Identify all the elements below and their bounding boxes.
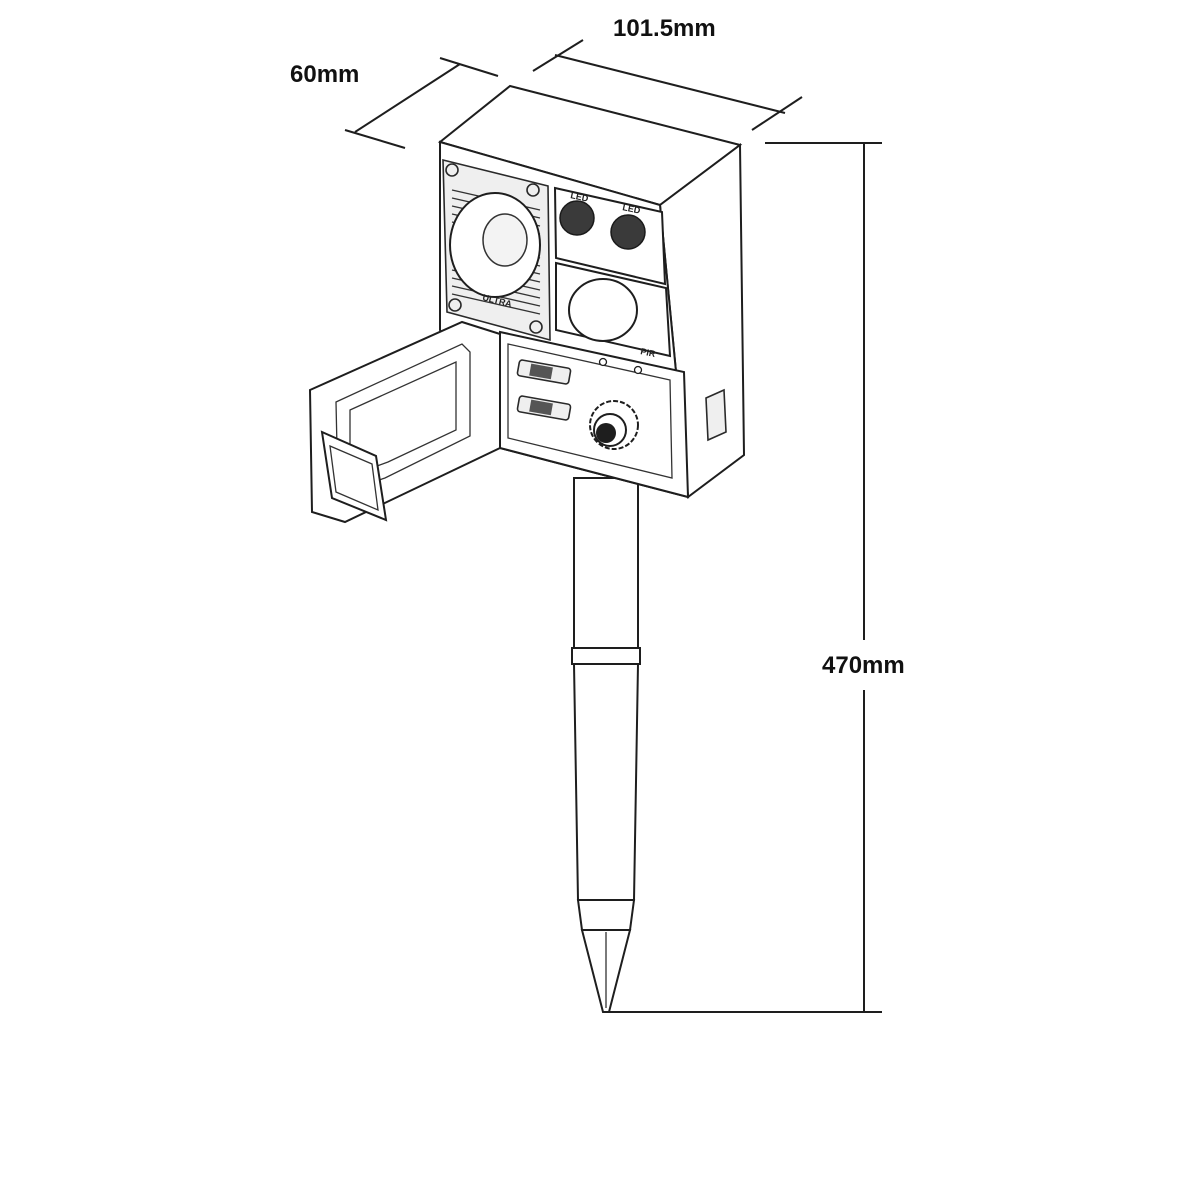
dimension-depth: 60mm bbox=[290, 57, 499, 149]
speaker-dome bbox=[482, 213, 528, 267]
led-left-icon bbox=[559, 200, 595, 236]
screw-icon bbox=[529, 320, 543, 334]
control-panel bbox=[499, 330, 690, 499]
led-panel: LED LED bbox=[553, 186, 667, 286]
pir-panel: PIR bbox=[555, 261, 672, 359]
indicator-led-icon bbox=[633, 365, 643, 375]
stake-tip-collar bbox=[576, 899, 636, 931]
led-right-icon bbox=[610, 214, 646, 250]
width-label: 101.5mm bbox=[613, 15, 716, 42]
screw-icon bbox=[445, 163, 459, 177]
dimension-height: 470mm bbox=[606, 142, 905, 1013]
sensitivity-knob[interactable] bbox=[589, 400, 639, 450]
led-left-label: LED bbox=[570, 190, 590, 204]
dimension-width: 101.5mm bbox=[532, 15, 803, 131]
mode-switch-2[interactable] bbox=[516, 395, 572, 421]
led-right-label: LED bbox=[622, 202, 642, 216]
stake-upper-tube bbox=[573, 477, 639, 651]
ground-stake bbox=[571, 477, 641, 1013]
indicator-led-icon bbox=[598, 357, 608, 367]
device-housing: ULTRA LED LED PIR bbox=[437, 84, 746, 499]
battery-lid bbox=[308, 320, 501, 524]
screw-icon bbox=[526, 183, 540, 197]
stake-joint-ring bbox=[571, 647, 641, 665]
mode-switch-1[interactable] bbox=[516, 359, 572, 385]
depth-label: 60mm bbox=[290, 61, 359, 88]
stake-lower-tube bbox=[572, 663, 640, 901]
height-label: 470mm bbox=[822, 652, 905, 679]
lid-latch bbox=[320, 430, 388, 522]
ultrasonic-speaker: ULTRA bbox=[442, 158, 551, 342]
pir-lens-icon bbox=[568, 278, 638, 342]
pir-label: PIR bbox=[640, 346, 657, 359]
side-clip bbox=[705, 388, 727, 442]
screw-icon bbox=[448, 298, 462, 312]
